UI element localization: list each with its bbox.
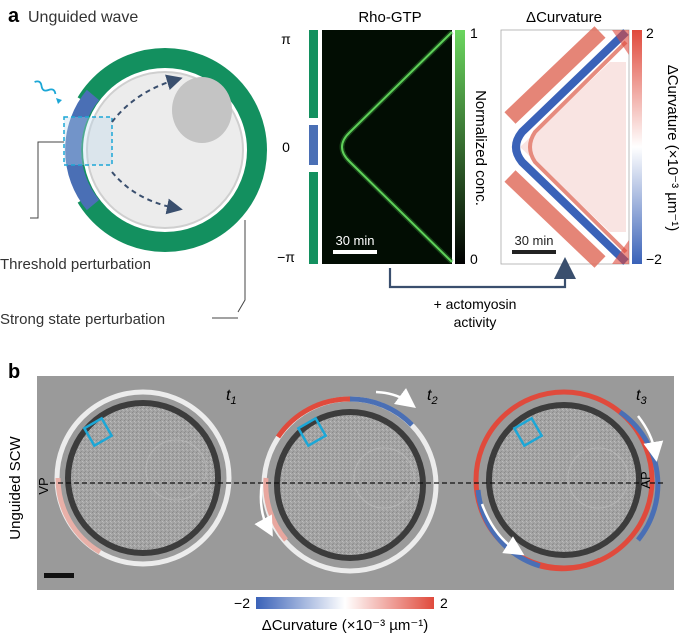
red-band-bottom [504, 170, 606, 268]
rho-kymograph: 30 min [322, 30, 454, 264]
cell-t3 [473, 389, 664, 572]
unguided-scw-ylabel: Unguided SCW [7, 435, 24, 539]
conc-min: 0 [470, 251, 478, 267]
blue-v-trace [512, 29, 629, 265]
strong-leader [237, 220, 246, 313]
rho-wave-trace [341, 31, 453, 263]
wave-arrow-t2-bottom [254, 481, 273, 537]
dashed-arrow-down [111, 171, 183, 215]
rho-scale-bar [333, 250, 377, 254]
ytick-minus-pi: −π [277, 249, 295, 265]
curv-max: 2 [646, 25, 654, 41]
cell-t1 [54, 389, 232, 567]
time-label-t2: t2 [427, 387, 438, 407]
nucleus [172, 77, 232, 143]
red-band-top [504, 26, 606, 124]
perturbation-box [63, 116, 113, 166]
rho-gtp-title: Rho-GTP [358, 9, 421, 26]
vp-label: VP [36, 477, 51, 494]
conc-max: 1 [470, 25, 478, 41]
threshold-leader [30, 141, 64, 219]
side-bar-blue [309, 125, 318, 165]
ap-label: AP [638, 471, 653, 488]
micrograph-scale-bar [44, 573, 74, 578]
threshold-label: Threshold perturbation [0, 256, 151, 273]
unguided-wave-title: Unguided wave [28, 9, 138, 26]
time-label-t1: t1 [226, 387, 237, 407]
actomyosin-line2: activity [454, 314, 497, 330]
panel-b-letter: b [8, 361, 20, 383]
actomyosin-line1: + actomyosin [434, 296, 517, 312]
strong-label: Strong state perturbation [0, 311, 165, 328]
curvature-kymograph: 30 min [500, 26, 630, 268]
wave-arrow-t3-bottom [480, 503, 525, 556]
wave-arrow-t3-top [637, 415, 664, 462]
light-arrow-icon [56, 98, 62, 104]
blue-perturbation-arc [65, 89, 100, 211]
actomyosin-arrow [388, 257, 576, 289]
rho-scale-label: 30 min [335, 233, 374, 248]
curv-colorbar-label: ΔCurvature (×10⁻³ µm⁻¹) [664, 65, 681, 232]
panel-a-letter: a [8, 5, 20, 27]
ytick-pi: π [281, 31, 291, 47]
bottom-colorbar [256, 597, 434, 609]
roi-box-t3 [512, 416, 544, 448]
roi-box-t1 [82, 416, 114, 448]
light-squiggle-icon [34, 80, 57, 95]
roi-box-t2 [296, 416, 328, 448]
curv-min: −2 [646, 251, 662, 267]
curv-scale-bar [512, 250, 556, 254]
cell-t2 [254, 388, 439, 574]
side-bar-green-bottom [309, 172, 318, 264]
time-label-t3: t3 [636, 387, 647, 407]
side-bar-green-top [309, 30, 318, 118]
bottom-colorbar-min: −2 [234, 595, 250, 611]
wave-arrow-t2-top [375, 388, 417, 408]
dashed-arrow-up [111, 74, 183, 123]
ytick-zero: 0 [282, 139, 290, 155]
curvature-title: ΔCurvature [526, 9, 602, 26]
curv-scale-label: 30 min [514, 233, 553, 248]
curv-colorbar [632, 30, 642, 264]
cell-schematic [30, 48, 267, 319]
conc-colorbar [455, 30, 465, 264]
conc-colorbar-label: Normalized conc. [472, 90, 489, 206]
bottom-colorbar-label: ΔCurvature (×10⁻³ µm⁻¹) [262, 617, 429, 634]
bottom-colorbar-max: 2 [440, 595, 448, 611]
